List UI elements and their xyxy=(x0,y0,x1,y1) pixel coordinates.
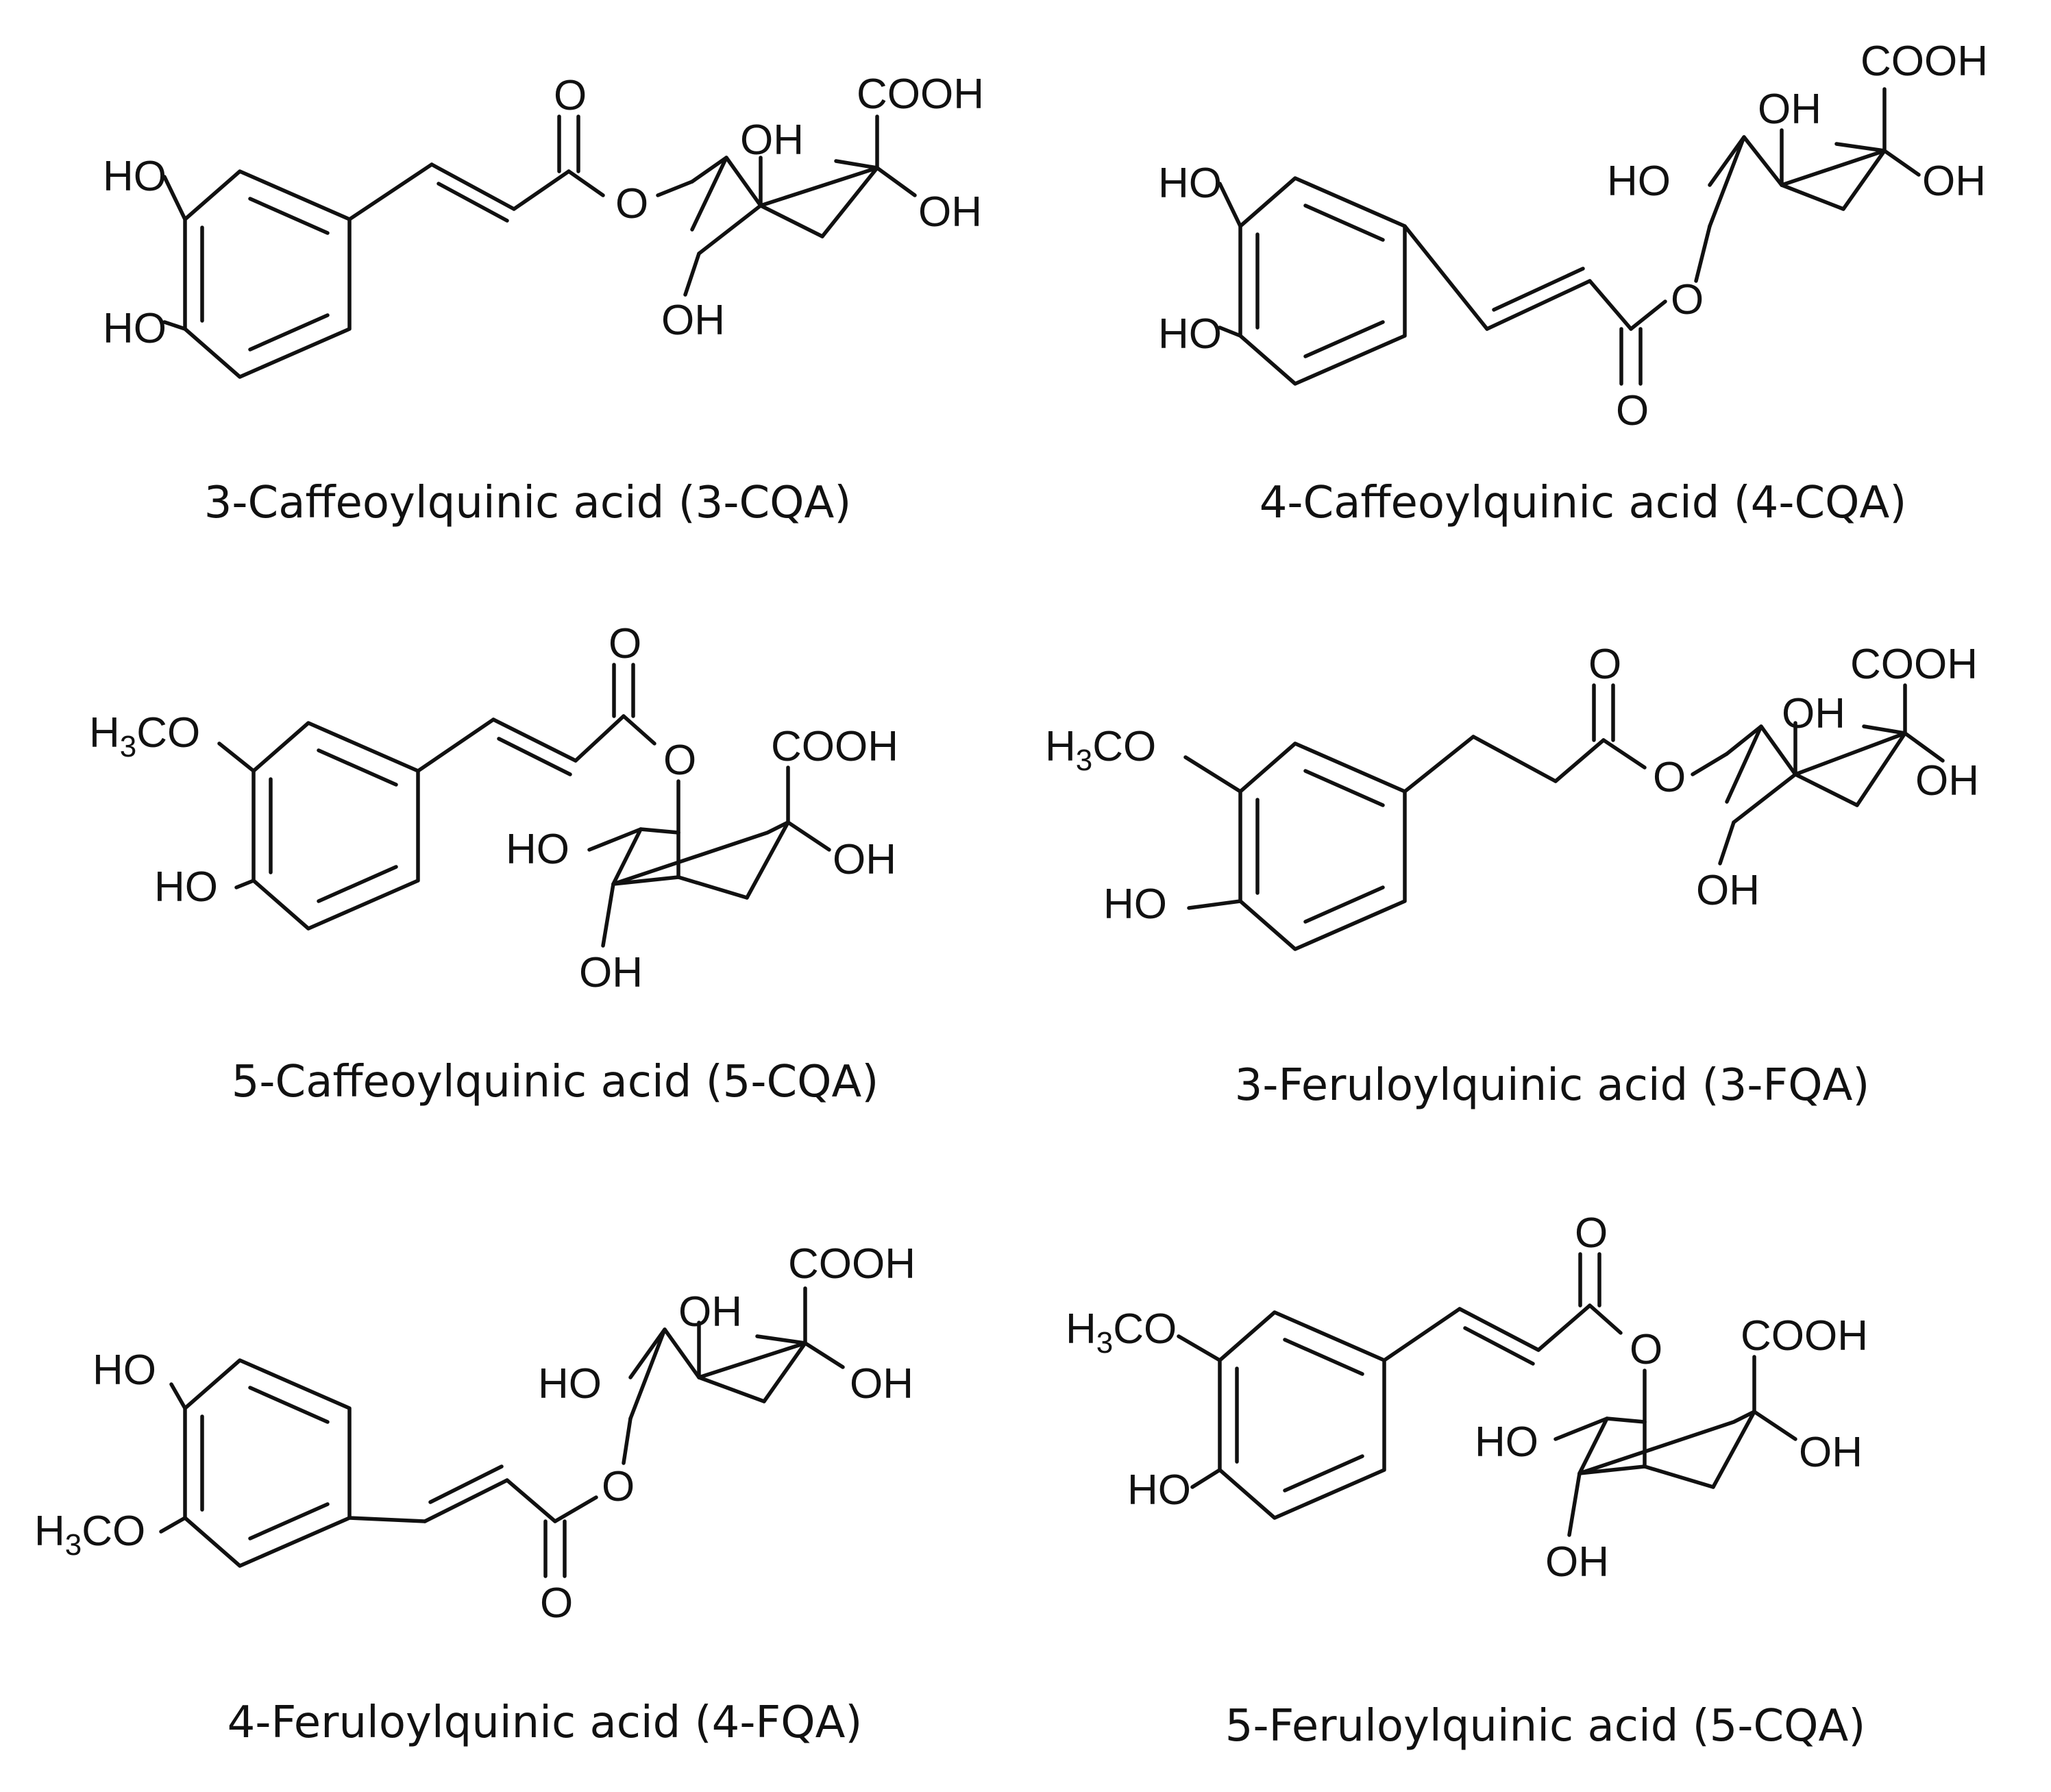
ester-o-label: O xyxy=(1653,754,1686,801)
h3co-subscript-text: 3 xyxy=(120,730,136,763)
h3co-label: H3CO xyxy=(34,1508,145,1562)
oh-label: OH xyxy=(678,1288,742,1336)
h3co-label: H3CO xyxy=(89,709,200,763)
ester-o-label: O xyxy=(602,1463,635,1510)
carbonyl-o-label: O xyxy=(609,620,641,667)
oh-label: OH xyxy=(850,1360,913,1408)
h3co-h-text: H xyxy=(34,1508,65,1555)
cooh-label: COOH xyxy=(1850,641,1978,688)
bonds-4-cqa xyxy=(1218,87,1921,386)
cooh-label: COOH xyxy=(1860,38,1988,85)
ho-label: HO xyxy=(1607,158,1671,205)
ho-label: HO xyxy=(103,305,167,352)
oh-label: OH xyxy=(1782,690,1845,737)
oh-label: OH xyxy=(918,188,982,236)
carbonyl-o-label: O xyxy=(1588,641,1621,688)
compound-caption: 3-Caffeoylquinic acid (3-CQA) xyxy=(204,478,852,528)
compound-caption: 3-Feruloylquinic acid (3-FQA) xyxy=(1235,1060,1870,1111)
ester-o-label: O xyxy=(663,737,696,784)
cooh-label: COOH xyxy=(857,71,984,118)
oh-label: OH xyxy=(1696,867,1760,914)
h3co-subscript-text: 3 xyxy=(1076,744,1092,777)
ester-o-label: O xyxy=(615,180,648,228)
cooh-label: COOH xyxy=(1741,1312,1868,1360)
oh-label: OH xyxy=(1758,86,1821,133)
ho-label: HO xyxy=(506,826,569,873)
h3co-h-text: H xyxy=(1045,723,1076,770)
bonds-5-fqa xyxy=(1177,1252,1797,1537)
ho-label: HO xyxy=(1475,1419,1538,1466)
h3co-h-text: H xyxy=(1066,1305,1096,1353)
h3co-subscript-text: 3 xyxy=(65,1528,82,1562)
ho-label: HO xyxy=(1127,1466,1191,1514)
ester-o-label: O xyxy=(1671,276,1704,323)
ho-label: HO xyxy=(103,153,167,200)
bonds-5-cqa xyxy=(217,663,831,948)
structure-5-cqa: H3CO HO O O COOH HO OH OH 5-Caffeoylquin… xyxy=(89,620,898,1107)
structure-3-cqa: HO HO O O OH COOH OH OH 3-Caffeoylquinic… xyxy=(103,71,984,528)
carbonyl-o-label: O xyxy=(540,1580,573,1627)
bonds-3-fqa xyxy=(1183,683,1945,951)
compound-caption: 4-Feruloylquinic acid (4-FQA) xyxy=(228,1697,863,1748)
h3co-co-text: CO xyxy=(82,1508,145,1555)
carbonyl-o-label: O xyxy=(1575,1210,1608,1257)
cooh-label: COOH xyxy=(788,1240,916,1288)
h3co-co-text: CO xyxy=(1092,723,1156,770)
ho-label: HO xyxy=(154,863,218,911)
oh-label: OH xyxy=(1922,158,1986,205)
h3co-co-text: CO xyxy=(1113,1305,1177,1353)
ho-label: HO xyxy=(1103,881,1167,928)
structure-5-fqa: H3CO HO O O COOH HO OH OH 5-Feruloylquin… xyxy=(1066,1210,1868,1752)
structure-4-cqa: HO HO O O HO OH COOH OH 4-Caffeoylquinic… xyxy=(1158,38,1988,528)
carbonyl-o-label: O xyxy=(1616,387,1649,434)
h3co-label: H3CO xyxy=(1066,1305,1177,1360)
ho-label: HO xyxy=(1158,310,1222,358)
h3co-subscript-text: 3 xyxy=(1096,1326,1113,1360)
ester-o-label: O xyxy=(1630,1326,1662,1373)
carbonyl-o-label: O xyxy=(554,72,587,119)
ho-label: HO xyxy=(93,1347,156,1394)
h3co-co-text: CO xyxy=(136,709,200,757)
h3co-label: H3CO xyxy=(1045,723,1156,777)
bonds-3-cqa xyxy=(162,114,917,379)
structure-3-fqa: H3CO HO O O OH COOH OH OH 3-Feruloylquin… xyxy=(1045,641,1979,1111)
oh-label: OH xyxy=(1799,1429,1863,1476)
oh-label: OH xyxy=(1915,757,1979,805)
compound-caption: 5-Caffeoylquinic acid (5-CQA) xyxy=(232,1057,879,1107)
oh-label: OH xyxy=(661,297,725,344)
compound-caption: 4-Caffeoylquinic acid (4-CQA) xyxy=(1260,478,1907,528)
oh-label: OH xyxy=(833,836,896,883)
compound-caption: 5-Feruloylquinic acid (5-CQA) xyxy=(1225,1701,1866,1752)
ho-label: HO xyxy=(538,1360,602,1408)
bonds-4-fqa xyxy=(159,1286,845,1578)
oh-label: OH xyxy=(579,949,643,996)
structure-4-fqa: HO H3CO O O HO OH COOH OH 4-Feruloylquin… xyxy=(34,1240,916,1748)
oh-label: OH xyxy=(1545,1538,1609,1586)
oh-label: OH xyxy=(740,116,804,164)
h3co-h-text: H xyxy=(89,709,120,757)
cooh-label: COOH xyxy=(771,723,898,770)
ho-label: HO xyxy=(1158,160,1222,207)
